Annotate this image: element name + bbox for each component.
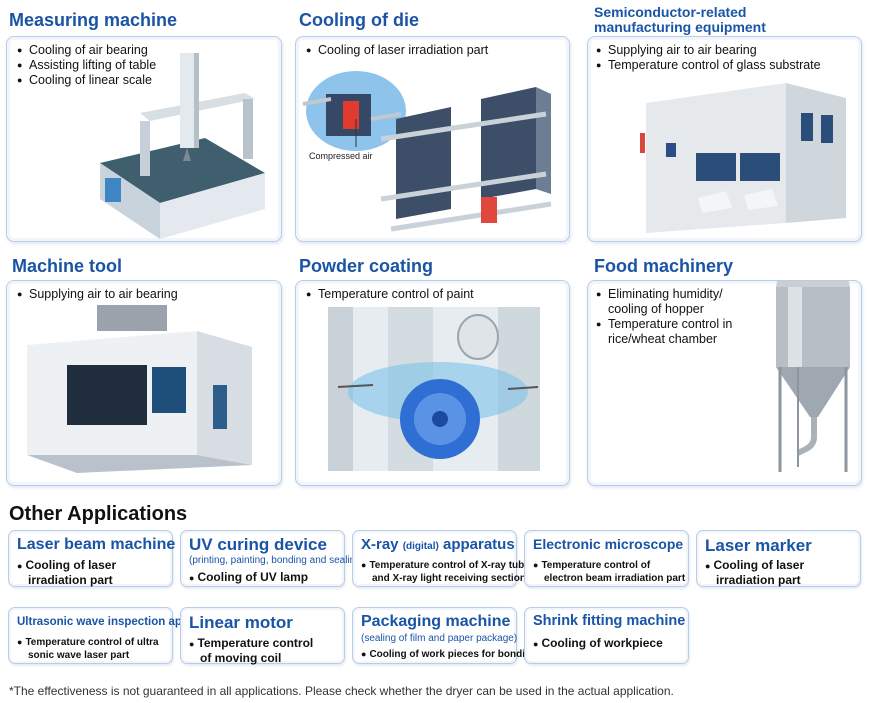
- app-card-ultrasonic-inspection: Ultrasonic wave inspection apparatus ●Te…: [8, 607, 223, 664]
- compressed-air-callout: Compressed air: [308, 151, 374, 161]
- app-title: Packaging machine: [361, 613, 511, 630]
- footnote: *The effectiveness is not guaranteed in …: [9, 684, 674, 698]
- app-title: X-ray (digital) apparatus: [361, 536, 515, 553]
- bullet-list: Temperature control of paint: [306, 287, 474, 302]
- machine-tool-illustration: [27, 305, 252, 473]
- section-title-machine-tool: Machine tool: [12, 256, 123, 276]
- card-food-machinery: Eliminating humidity/cooling of hopper T…: [587, 280, 862, 486]
- title-line: manufacturing equipment: [594, 19, 766, 35]
- app-card-uv-curing-device: UV curing device (printing, painting, bo…: [180, 530, 364, 587]
- app-card-packaging-machine: Packaging machine (sealing of film and p…: [352, 607, 537, 664]
- card-machine-tool: Supplying air to air bearing: [6, 280, 282, 486]
- bullet-item: Cooling of air bearing: [17, 43, 156, 58]
- app-desc: ●Cooling of work pieces for bonding: [361, 649, 538, 660]
- hopper-illustration: [776, 281, 850, 472]
- card-semiconductor: Supplying air to air bearing Temperature…: [587, 36, 862, 242]
- section-title-measuring-machine: Measuring machine: [9, 10, 178, 30]
- bullet-list: Eliminating humidity/cooling of hopper T…: [596, 287, 732, 347]
- bullet-item: Supplying air to air bearing: [17, 287, 178, 302]
- section-title-food-machinery: Food machinery: [594, 256, 734, 276]
- app-title: Shrink fitting machine: [533, 613, 686, 629]
- section-title-powder-coating: Powder coating: [299, 256, 434, 276]
- app-title: Ultrasonic wave inspection apparatus: [17, 616, 224, 628]
- title-line: Semiconductor-related: [594, 4, 747, 20]
- section-title-cooling-of-die: Cooling of die: [299, 10, 419, 30]
- app-title: UV curing device: [189, 535, 327, 554]
- bullet-item: Temperature control of glass substrate: [596, 58, 821, 73]
- powder-coating-illustration: [328, 307, 540, 471]
- app-desc: ●Cooling of UV lamp: [189, 570, 309, 584]
- bullet-item: Supplying air to air bearing: [596, 43, 821, 58]
- app-title: Laser marker: [705, 536, 812, 555]
- bullet-item: Cooling of linear scale: [17, 73, 156, 88]
- app-subtitle: (sealing of film and paper package): [361, 633, 518, 644]
- other-applications-title: Other Applications: [9, 503, 188, 525]
- app-card-electronic-microscope: Electronic microscope ●Temperature contr…: [524, 530, 689, 587]
- measuring-machine-illustration: [100, 53, 265, 239]
- app-card-x-ray-apparatus: X-ray (digital) apparatus ●Temperature c…: [352, 530, 530, 587]
- bullet-list: Cooling of air bearing Assisting lifting…: [17, 43, 156, 88]
- bullet-item: Eliminating humidity/cooling of hopper: [596, 287, 732, 317]
- app-title: Electronic microscope: [533, 536, 684, 552]
- app-desc: ●Cooling of workpiece: [533, 636, 663, 650]
- app-title: Laser beam machine: [17, 536, 176, 553]
- card-cooling-of-die: Cooling of laser irradiation part Compre…: [295, 36, 570, 242]
- app-subtitle: (printing, painting, bonding and sealing…: [189, 555, 365, 566]
- app-card-shrink-fitting-machine: Shrink fitting machine ●Cooling of workp…: [524, 607, 689, 664]
- die-cooling-illustration: [302, 71, 552, 232]
- section-title-semiconductor: Semiconductor-related manufacturing equi…: [594, 5, 766, 35]
- app-title: Linear motor: [189, 613, 293, 632]
- bullet-item: Assisting lifting of table: [17, 58, 156, 73]
- card-measuring-machine: Cooling of air bearing Assisting lifting…: [6, 36, 282, 242]
- bullet-item: Temperature control of paint: [306, 287, 474, 302]
- bullet-list: Supplying air to air bearing Temperature…: [596, 43, 821, 73]
- bullet-list: Supplying air to air bearing: [17, 287, 178, 302]
- card-powder-coating: Temperature control of paint: [295, 280, 570, 486]
- bullet-list: Cooling of laser irradiation part: [306, 43, 488, 58]
- semiconductor-equipment-illustration: [640, 83, 846, 233]
- bullet-item: Cooling of laser irradiation part: [306, 43, 488, 58]
